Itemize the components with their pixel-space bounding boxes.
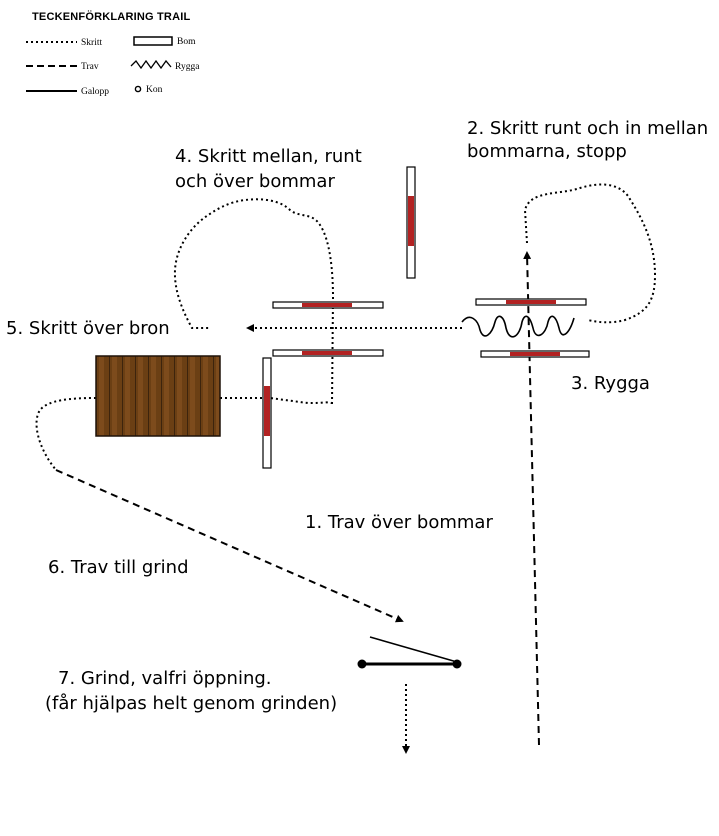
legend-trav-label: Trav [81, 62, 99, 72]
path-trot-to-gate [55, 469, 404, 623]
legend-skritt-label: Skritt [81, 38, 102, 48]
pole-right-upper [475, 298, 587, 306]
gate-post-right [452, 659, 462, 669]
legend-bom-symbol [133, 36, 173, 46]
pole-vertical-left [262, 357, 272, 469]
step-7-label-line2: (får hjälpas helt genom grinden) [45, 693, 337, 714]
gate [357, 636, 462, 669]
path-walk-after-bridge [35, 397, 97, 471]
legend: TECKENFÖRKLARING TRAIL Skritt Trav Galop… [26, 10, 200, 97]
poles [262, 166, 590, 469]
path-rein-back [461, 315, 575, 338]
pole-left-lower [272, 349, 384, 357]
legend-galopp-label: Galopp [81, 87, 109, 97]
step-3-label: 3. Rygga [571, 373, 650, 394]
pole-vertical-top [406, 166, 416, 279]
step-4-label-line1: 4. Skritt mellan, runt [175, 146, 362, 167]
path-walk-to-bridge [269, 397, 333, 405]
legend-kon-label: Kon [146, 85, 163, 95]
path-walk-loop-right [523, 183, 657, 324]
legend-bom-label: Bom [177, 37, 196, 47]
gate-post-left [357, 659, 367, 669]
legend-title: TECKENFÖRKLARING TRAIL [32, 10, 190, 23]
step-7-label-line1: 7. Grind, valfri öppning. [58, 668, 272, 689]
step-6-label: 6. Trav till grind [48, 557, 189, 578]
step-1-label: 1. Trav över bommar [305, 512, 493, 533]
legend-rygga-label: Rygga [175, 62, 200, 72]
step-4-label-line2: och över bommar [175, 171, 335, 192]
step-2-label-line1: 2. Skritt runt och in mellan [467, 118, 708, 139]
pole-left-upper [272, 301, 384, 309]
bridge [95, 355, 221, 437]
step-5-label: 5. Skritt över bron [6, 318, 170, 339]
pole-right-lower [480, 350, 590, 358]
path-trot-over-poles [523, 251, 540, 746]
legend-rygga-symbol [130, 59, 172, 70]
legend-kon-symbol [134, 85, 142, 93]
step-2-label-line2: bommarna, stopp [467, 141, 627, 162]
